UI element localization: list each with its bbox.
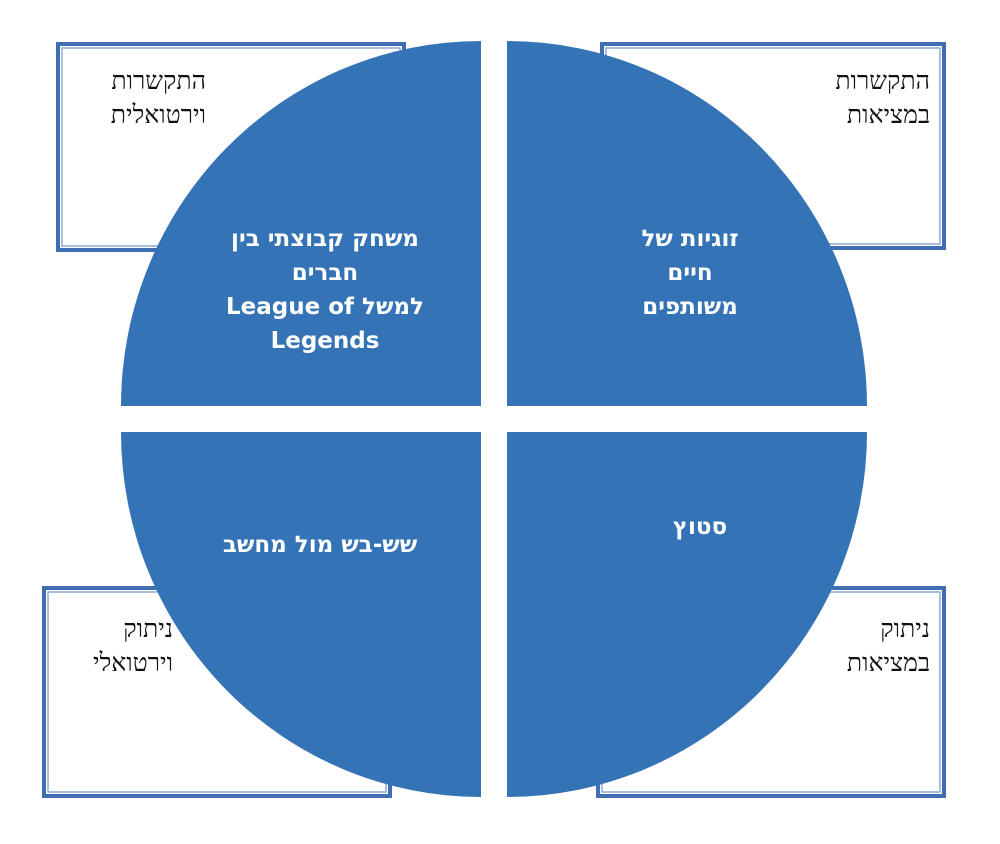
frame-top-right-text: התקשרות במציאות [780, 64, 930, 132]
quadrant-top-left [121, 41, 481, 406]
quadrant-top-right-line-2: חיים [667, 260, 713, 286]
frame-top-left-text: התקשרות וירטואלית [68, 64, 206, 132]
quadrant-top-left-line-1: משחק קבוצתי בין [231, 226, 419, 252]
quadrant-top-right [507, 41, 867, 406]
quadrant-top-left-line-4: Legends [270, 328, 380, 354]
frame-bottom-left-line-2: וירטואלי [93, 648, 173, 677]
quadrant-top-left-line-2: חברים [291, 260, 359, 286]
quadrant-bottom-right-text: סטוץ [600, 510, 800, 544]
frame-bottom-right-line-1: ניתוק [880, 614, 930, 643]
frame-top-left-line-1: התקשרות [111, 66, 206, 95]
quadrant-bottom-left-text: שש-בש מול מחשב [170, 528, 470, 562]
quadrant-bottom-right [507, 432, 867, 797]
frame-top-left-line-2: וירטואלית [110, 100, 206, 129]
frame-top-right-line-2: במציאות [846, 100, 930, 129]
frame-top-right-line-1: התקשרות [835, 66, 930, 95]
frame-bottom-right-line-2: במציאות [846, 648, 930, 677]
quadrant-bottom-left-line-1: שש-בש מול מחשב [222, 532, 418, 558]
quadrant-bottom-right-line-1: סטוץ [672, 514, 728, 540]
frame-bottom-left-line-1: ניתוק [123, 614, 173, 643]
frame-bottom-left-text: ניתוק וירטואלי [55, 612, 173, 680]
quadrant-bottom-left [121, 432, 481, 797]
quadrant-top-right-line-1: זוגיות של [641, 226, 739, 252]
quadrant-top-left-line-3: למשל League of [226, 294, 424, 320]
quadrant-top-right-line-3: משותפים [642, 294, 738, 320]
frame-bottom-right-text: ניתוק במציאות [790, 612, 930, 680]
quadrant-top-right-text: זוגיות של חיים משותפים [575, 222, 805, 324]
quadrant-top-left-text: משחק קבוצתי בין חברים למשל League of Leg… [175, 222, 475, 358]
